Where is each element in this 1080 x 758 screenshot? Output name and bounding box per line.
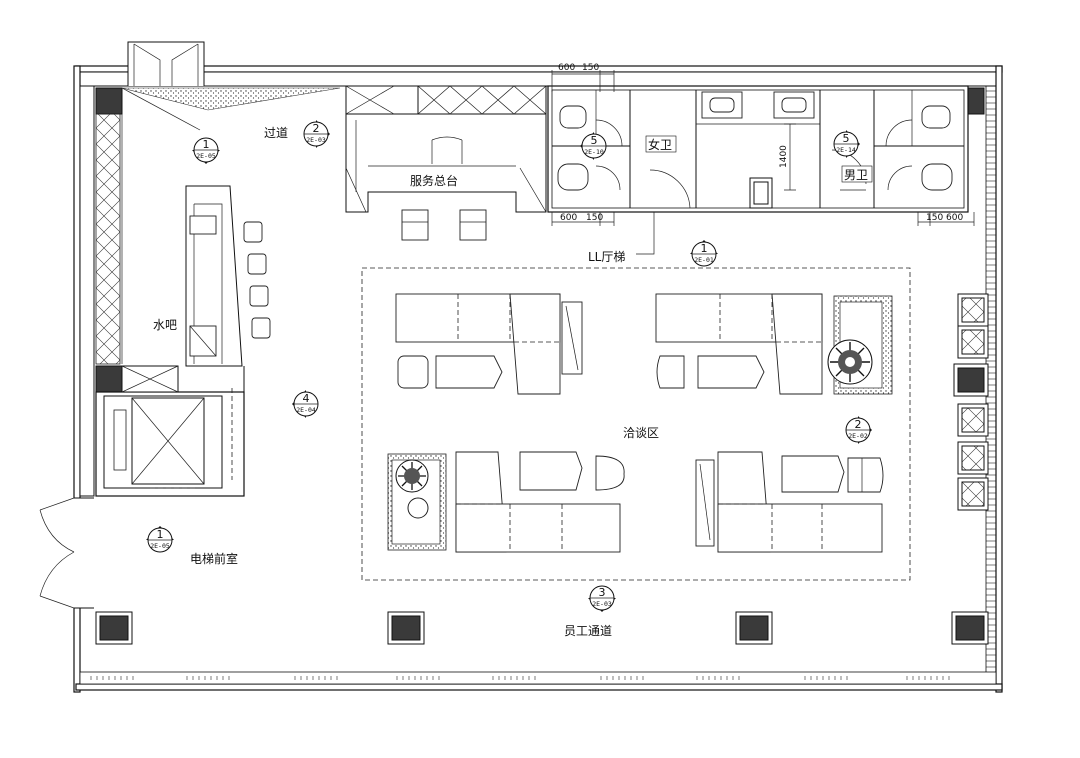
toilet-icon [921,163,953,191]
exterior-walls [39,41,1003,693]
room-labels: 过道 服务总台 女卫 男卫 LL厅梯 水吧 洽谈区 电梯前室 员工通道 [152,124,873,638]
elevation-marker: 4 2E-04 [292,390,319,418]
plant-icon [827,339,873,385]
svg-text:150: 150 [582,63,599,73]
label-female-wc: 女卫 [648,137,672,152]
svg-text:1400: 1400 [779,145,789,168]
restroom-block [547,70,975,255]
svg-text:2E-05: 2E-05 [196,152,216,160]
elevation-markers: 1 2E-05 2 2E-03 5 2E-10 5 2E-14 [146,120,872,612]
svg-text:5: 5 [843,132,850,145]
sofa-group-3 [387,451,625,553]
sofa-group-1 [395,293,583,395]
svg-text:2E-14: 2E-14 [836,146,856,154]
svg-text:3: 3 [599,586,606,599]
svg-text:600: 600 [558,63,575,73]
svg-text:1: 1 [203,138,210,151]
toilet-icon [557,163,589,191]
svg-text:2E-10: 2E-10 [584,148,604,156]
svg-text:2E-02: 2E-02 [848,432,868,440]
dimension-labels: 600 150 600 150 150 600 1400 [558,63,963,223]
svg-text:2: 2 [313,122,320,135]
wall-seats [953,293,989,511]
elevation-marker: 5 2E-10 [580,132,607,160]
label-service-desk: 服务总台 [410,173,458,188]
plant-icon [395,459,429,493]
svg-text:2E-03: 2E-03 [592,600,612,608]
elevation-marker: 3 2E-03 [588,585,616,612]
svg-text:2E-03: 2E-03 [306,136,326,144]
sofa-group-4 [695,451,884,553]
svg-text:1: 1 [701,242,708,255]
svg-text:600: 600 [560,213,577,223]
svg-text:2E-01: 2E-01 [694,256,714,264]
elevation-marker: 5 2E-14 [833,130,860,158]
label-corridor: 过道 [264,126,288,140]
label-elevator-hall: LL厅梯 [588,250,625,264]
elevator [95,365,245,497]
toilet-icon [921,105,951,129]
label-staff-passage: 员工通道 [564,624,612,638]
elevation-marker: 1 2E-05 [192,137,220,164]
label-elevator-lobby: 电梯前室 [190,551,238,566]
svg-text:2: 2 [855,418,862,431]
elevation-marker: 1 2E-05 [146,526,174,553]
svg-text:5: 5 [591,134,598,147]
curtain-wall-ticks [88,676,954,680]
svg-text:150: 150 [926,213,943,223]
svg-text:4: 4 [303,392,310,405]
feature-wall [95,87,341,365]
svg-text:150: 150 [586,213,603,223]
label-male-wc: 男卫 [844,168,868,182]
negotiation-area-boundary [361,267,911,581]
elevation-marker: 1 2E-01 [690,240,718,267]
toilet-icon [559,105,587,129]
water-bar-counter [185,185,271,367]
elevation-marker: 2 2E-03 [303,120,330,148]
svg-text:2E-05: 2E-05 [150,542,170,550]
label-negotiation-area: 洽谈区 [623,426,659,440]
svg-text:1: 1 [157,528,164,541]
svg-text:600: 600 [946,213,963,223]
svg-text:2E-04: 2E-04 [296,406,316,414]
sofa-group-2 [655,293,893,395]
elevation-marker: 2 2E-02 [845,416,872,444]
service-desk-area [345,85,547,241]
label-water-bar: 水吧 [153,318,177,332]
